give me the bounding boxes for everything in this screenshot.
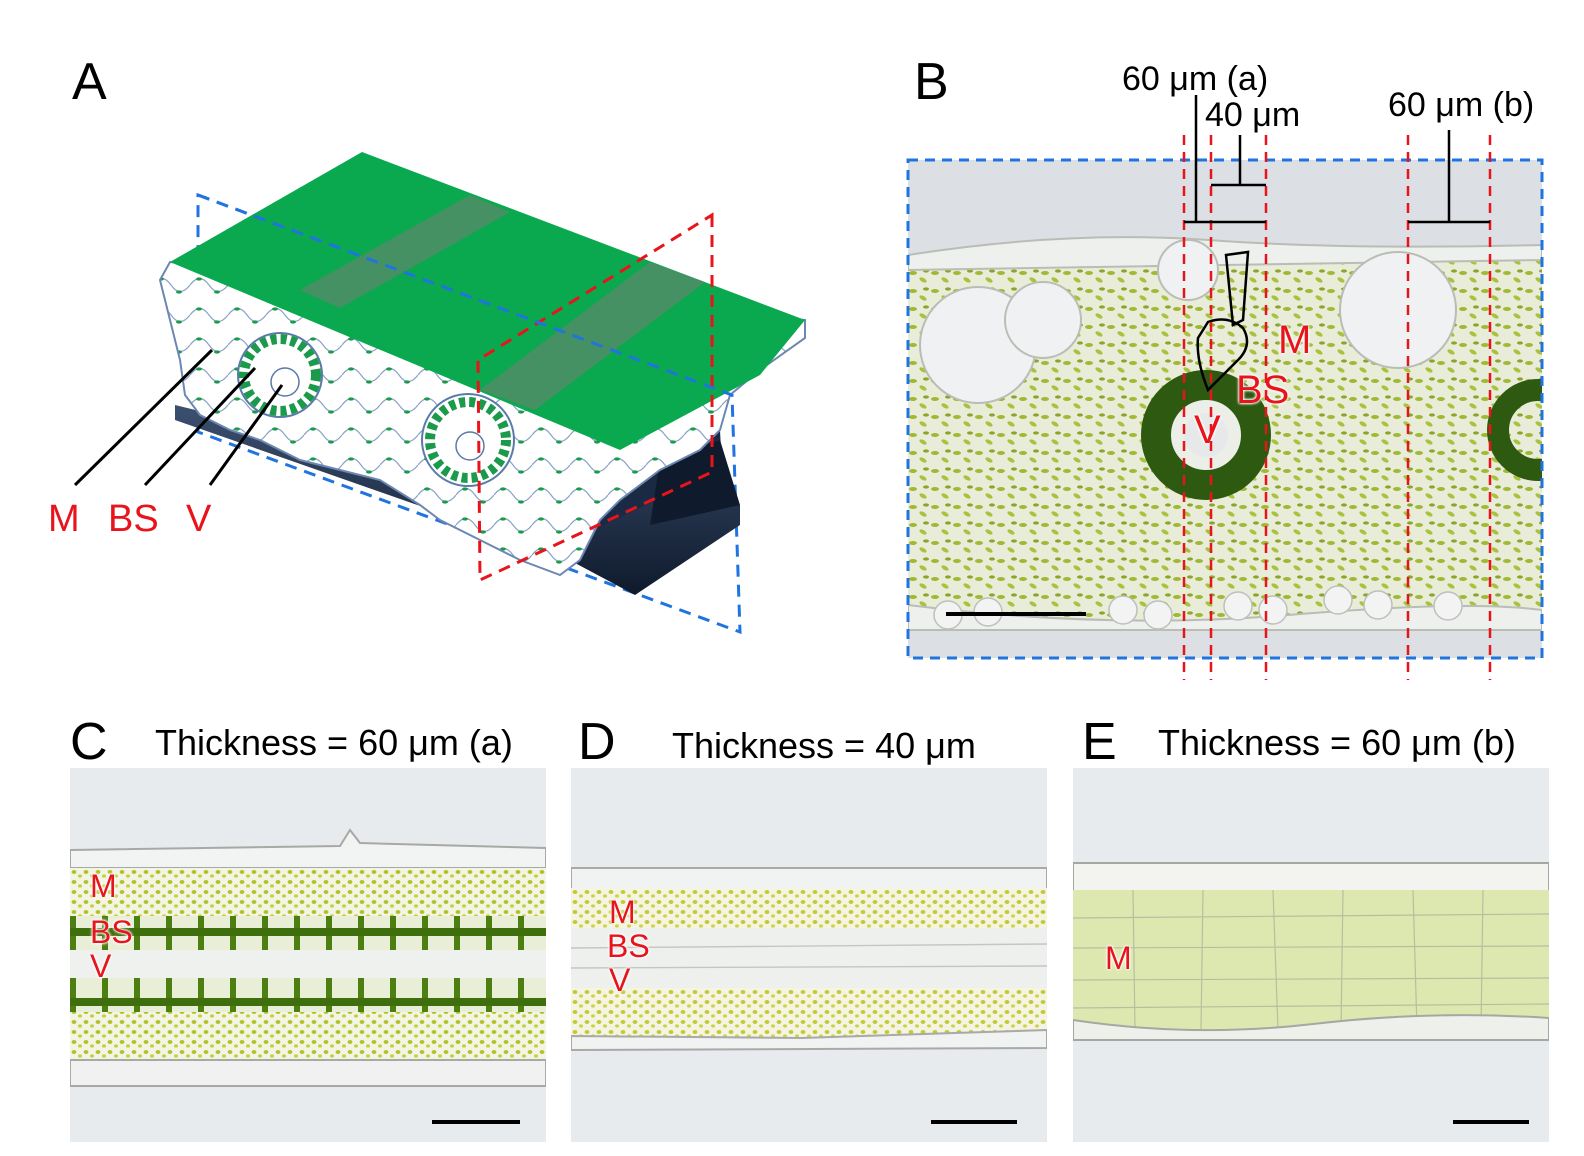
panel-b-scale-label-mid: 40 μm bbox=[1205, 96, 1301, 134]
panel-d-label-m: M bbox=[609, 894, 636, 930]
panel-b-label-m: M bbox=[1278, 318, 1312, 362]
leaf-3d-diagram bbox=[73, 152, 806, 635]
panel-e-letter: E bbox=[1082, 713, 1117, 771]
panel-d-scale-bar bbox=[931, 1120, 1017, 1124]
vascular-bundle-right bbox=[421, 393, 515, 487]
panel-a-label-bs: BS bbox=[108, 498, 159, 540]
panel-e-scale-bar bbox=[1453, 1120, 1529, 1124]
panel-c-letter: C bbox=[70, 713, 108, 771]
panel-c-label-v: V bbox=[90, 948, 112, 984]
panel-a-letter: A bbox=[72, 53, 107, 111]
panel-e-thickness: Thickness = 60 μm (b) bbox=[1158, 722, 1516, 763]
panel-d-thickness: Thickness = 40 μm bbox=[672, 725, 976, 766]
panel-e-label-m: M bbox=[1105, 940, 1132, 976]
panel-e-micrograph: M bbox=[1073, 768, 1549, 1142]
panel-c-label-m: M bbox=[90, 868, 117, 904]
panel-c-micrograph: M BS V bbox=[70, 768, 546, 1142]
panel-d-label-bs: BS bbox=[607, 928, 650, 964]
panel-d-letter: D bbox=[578, 713, 616, 771]
panel-c-label-bs: BS bbox=[90, 914, 133, 950]
panel-b-label-bs: BS bbox=[1236, 368, 1290, 412]
panel-b-letter: B bbox=[914, 53, 949, 111]
vascular-bundle-left bbox=[237, 332, 323, 418]
panel-b-scale-label-b: 60 μm (b) bbox=[1388, 86, 1535, 124]
panel-c-thickness: Thickness = 60 μm (a) bbox=[155, 722, 513, 763]
panel-b-scale-label-a: 60 μm (a) bbox=[1122, 60, 1269, 98]
panel-a-label-v: V bbox=[186, 498, 212, 540]
panel-c-scale-bar bbox=[432, 1120, 520, 1124]
panel-a-label-m: M bbox=[48, 498, 80, 540]
panel-b-label-v: V bbox=[1194, 408, 1221, 452]
panel-b-micrograph: M BS V bbox=[908, 160, 1542, 658]
panel-d-label-v: V bbox=[609, 962, 631, 998]
panel-d-micrograph: M BS V bbox=[571, 768, 1047, 1142]
panel-b-scale-bar bbox=[946, 612, 1086, 616]
